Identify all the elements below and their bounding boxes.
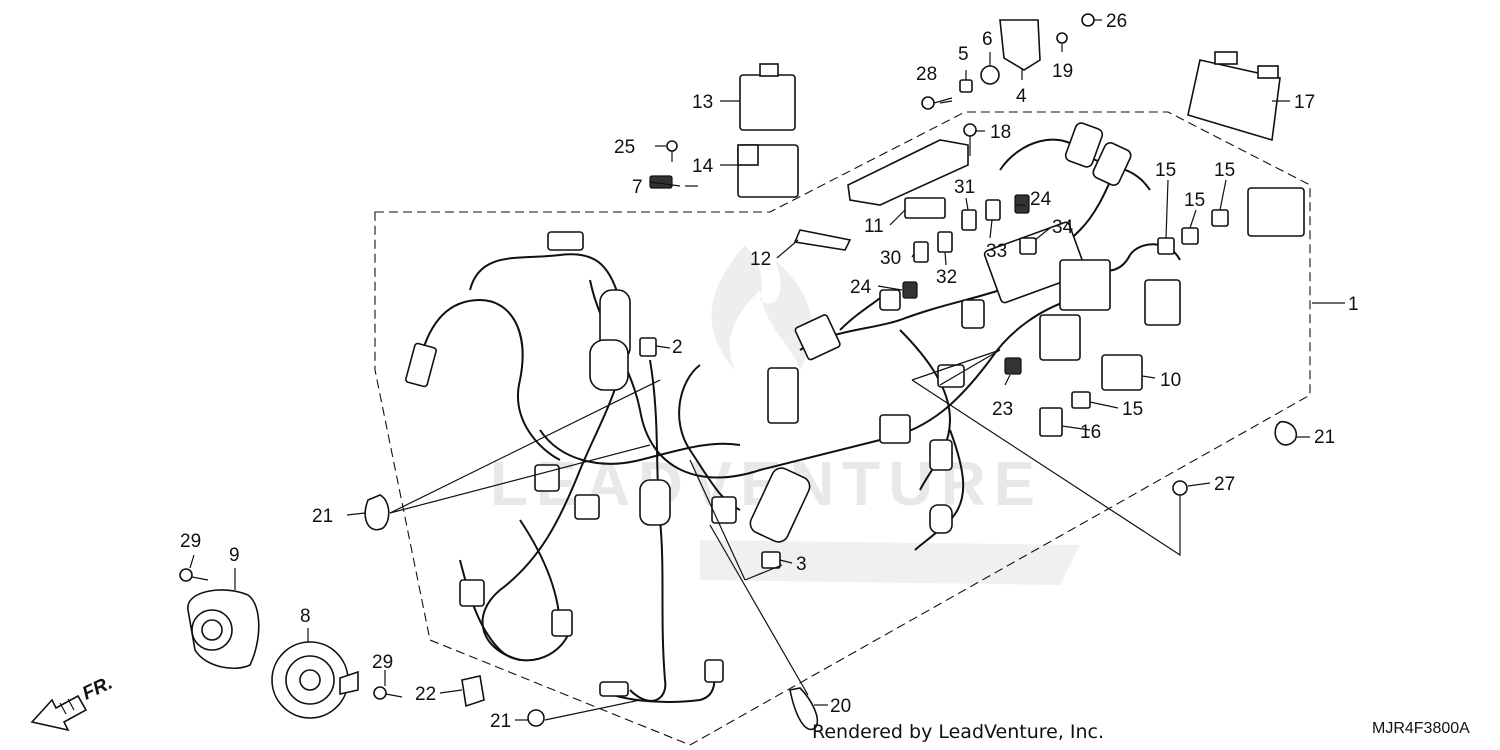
part-fuse-33 [985, 199, 1001, 221]
part-fuse-34 [1019, 237, 1037, 255]
render-credit: Rendered by LeadVenture, Inc. [812, 721, 1104, 743]
assembly-boundary [374, 111, 1311, 746]
callout-31: 31 [954, 177, 975, 198]
part-bolt-28 [921, 96, 953, 110]
callout-2: 2 [672, 337, 683, 358]
leader-lines [189, 19, 1345, 721]
part-relay-15c [1211, 209, 1229, 227]
callout-13: 13 [692, 92, 713, 113]
callout-27: 27 [1214, 474, 1235, 495]
part-relay-16 [1039, 407, 1063, 437]
callout-25: 25 [614, 137, 635, 158]
part-clip-24b [902, 281, 918, 299]
callout-21b: 21 [1314, 427, 1335, 448]
callout-28: 28 [916, 64, 937, 85]
part-relay-15a [1157, 237, 1175, 255]
callout-7: 7 [632, 177, 643, 198]
callout-29b: 29 [372, 652, 393, 673]
part-nut-19 [1056, 32, 1068, 44]
callout-4: 4 [1016, 86, 1027, 107]
callout-21c: 21 [490, 711, 511, 732]
part-grommet-6 [980, 65, 1000, 85]
part-bolt-27 [1172, 480, 1188, 525]
part-clip-24a [1014, 194, 1030, 214]
part-relay-15d [1071, 391, 1091, 409]
callout-22: 22 [415, 684, 436, 705]
callout-20: 20 [830, 696, 851, 717]
callout-1: 1 [1348, 294, 1359, 315]
part-fuse-30 [913, 241, 929, 263]
part-clamp-22 [461, 675, 485, 708]
callout-15c: 15 [1214, 160, 1235, 181]
part-tie-20 [789, 687, 819, 731]
callout-6: 6 [982, 29, 993, 50]
callout-19: 19 [1052, 61, 1073, 82]
callout-15a: 15 [1155, 160, 1176, 181]
part-screw-25 [666, 140, 678, 162]
callout-24b: 24 [850, 277, 872, 298]
part-nut-26 [1081, 13, 1095, 27]
callout-10: 10 [1160, 370, 1181, 391]
part-clip-3 [761, 551, 781, 569]
part-relay-box [1247, 187, 1305, 237]
callout-30: 30 [880, 248, 901, 269]
front-label: FR. [79, 673, 116, 705]
part-relay-10 [1101, 354, 1143, 391]
callout-11: 11 [864, 216, 884, 237]
part-clip-2 [639, 337, 657, 357]
part-stay-4 [999, 19, 1041, 71]
part-band-21c [527, 709, 545, 727]
callout-12: 12 [750, 249, 771, 270]
part-cover-14 [737, 144, 799, 198]
part-fuse-31 [961, 209, 977, 231]
callout-32: 32 [936, 267, 957, 288]
diagram-code: MJR4F3800A [1372, 720, 1470, 737]
callout-23: 23 [992, 399, 1013, 420]
part-clip-23 [1004, 357, 1022, 375]
part-horn-9 [187, 589, 260, 670]
part-fuse-32 [937, 231, 953, 253]
part-control-unit-17 [1187, 51, 1281, 142]
callout-29a: 29 [180, 531, 201, 552]
part-fuse-box-cover-11 [847, 139, 969, 219]
callout-5: 5 [958, 44, 969, 65]
callout-18: 18 [990, 122, 1011, 143]
callout-24a: 24 [1030, 189, 1052, 210]
front-arrow-icon [30, 694, 88, 732]
callout-17: 17 [1294, 92, 1315, 113]
part-clip-12 [793, 229, 852, 251]
callout-26: 26 [1106, 11, 1127, 32]
part-band-21a [364, 494, 390, 531]
part-bolt-29a [179, 568, 209, 582]
part-collar-5 [959, 79, 973, 93]
part-relay-15b [1181, 227, 1199, 245]
callout-8: 8 [300, 606, 311, 627]
part-horn-8 [271, 641, 359, 719]
part-relay-13 [739, 63, 796, 131]
callout-14: 14 [692, 156, 714, 177]
callout-16: 16 [1080, 422, 1101, 443]
callout-15b: 15 [1184, 190, 1205, 211]
part-bolt-18 [963, 123, 977, 156]
part-band-21b [1274, 420, 1298, 446]
callout-3: 3 [796, 554, 807, 575]
front-direction-indicator: FR. [30, 673, 116, 732]
part-bolt-29b [373, 686, 403, 700]
callout-33: 33 [986, 241, 1007, 262]
main-wire-harness [405, 122, 1181, 703]
callout-34: 34 [1052, 217, 1074, 238]
callout-labels: 1 2 3 4 5 6 7 8 9 10 11 12 13 14 15 15 1… [180, 11, 1359, 732]
callout-15d: 15 [1122, 399, 1143, 420]
callout-9: 9 [229, 545, 240, 566]
callout-21a: 21 [312, 506, 333, 527]
